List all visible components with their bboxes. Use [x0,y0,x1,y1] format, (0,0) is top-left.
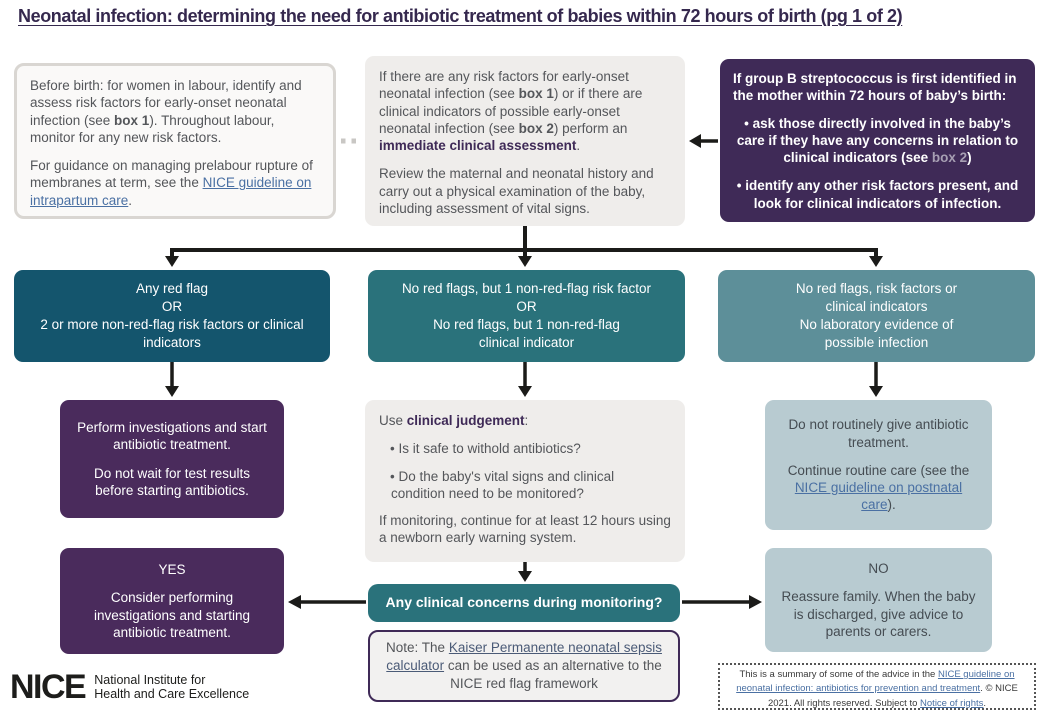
before-birth-text-2: For guidance on managing prelabour ruptu… [30,158,313,208]
note-text: Note: The Kaiser Permanente neonatal sep… [386,639,662,692]
box2-ref: box 2 [931,150,968,166]
branch-line: No red flags, risk factors or [795,281,958,297]
no-outcome-box: NO Reassure family. When the baby is dis… [765,548,992,652]
yes-body: Consider performing investigations and s… [93,590,251,640]
branch-line: No red flags, but 1 non-red-flag [433,317,620,332]
group-b-strep-box: If group B streptococcus is first identi… [720,59,1035,222]
page-title: Neonatal infection: determining the need… [18,6,903,26]
nice-logo-tagline: National Institute for Health and Care E… [94,672,250,701]
perform-text-2: Do not wait for test results before star… [93,465,251,498]
clinical-judgement-emphasis: clinical judgement [406,413,525,428]
branch-line: clinical indicators [825,299,928,315]
no-body: Reassure family. When the baby is discha… [781,589,976,639]
judgement-bullet-2: • Do the baby's vital signs and clinical… [390,468,615,501]
branch-line: OR [161,299,183,315]
before-birth-text-1: Before birth: for women in labour, ident… [30,78,302,145]
branch-line: Any red flag [135,281,209,297]
assessment-text-1: If there are any risk factors for early-… [379,69,643,154]
nice-logo: NICE National Institute for Health and C… [10,670,249,704]
concerns-question: Any clinical concerns during monitoring? [385,594,663,611]
no-label: NO [868,560,889,576]
box1-ref: box 1 [518,86,554,102]
clinical-judgement-box: Use clinical judgement: • Is it safe to … [365,400,685,562]
gbs-bullet-1: • ask those directly involved in the bab… [736,115,1019,166]
routine-care-box: Do not routinely give antibiotic treatme… [765,400,992,530]
perform-investigations-box: Perform investigations and start antibio… [60,400,284,518]
branch-line: No laboratory evidence of [799,317,954,332]
postnatal-care-link[interactable]: NICE guideline on postnatal care [794,480,963,513]
before-birth-box: Before birth: for women in labour, ident… [14,63,336,219]
assessment-text-2: Review the maternal and neonatal history… [379,166,654,216]
box2-ref: box 2 [518,120,554,136]
notice-of-rights-link[interactable]: Notice of rights [920,697,984,709]
red-flag-branch-box: Any red flag OR 2 or more non-red-flag r… [14,270,330,362]
kaiser-note-box: Note: The Kaiser Permanente neonatal sep… [368,630,680,702]
nice-logo-wordmark: NICE [10,668,87,706]
judgement-bullet-1: • Is it safe to withold antibiotics? [390,441,581,457]
judgement-monitoring-text: If monitoring, continue for at least 12 … [379,513,671,546]
judgement-intro: Use clinical judgement: [379,413,529,428]
branch-line: OR [516,299,537,315]
yes-label: YES [158,561,186,577]
copyright-box: This is a summary of some of the advice … [718,663,1036,710]
neonatal-guideline-link[interactable]: NICE guideline on neonatal infection: an… [736,669,1015,695]
one-risk-factor-branch-box: No red flags, but 1 non-red-flag risk fa… [368,270,685,362]
monitoring-concerns-box: Any clinical concerns during monitoring? [368,584,680,622]
no-flags-branch-box: No red flags, risk factors or clinical i… [718,270,1035,362]
branch-line: 2 or more non-red-flag risk factors or c… [40,317,304,350]
clinical-assessment-box: If there are any risk factors for early-… [365,56,685,226]
branch-line: clinical indicator [478,334,575,350]
routine-text-1: Do not routinely give antibiotic treatme… [788,417,969,450]
intrapartum-care-link[interactable]: NICE guideline on intrapartum care [30,175,312,208]
branch-line: possible infection [824,334,929,350]
routine-text-2: Continue routine care (see the NICE guid… [787,462,970,513]
gbs-bullet-2: • identify any other risk factors presen… [736,178,1019,211]
immediate-assessment-emphasis: immediate clinical assessment [379,138,577,154]
yes-outcome-box: YES Consider performing investigations a… [60,548,284,654]
gbs-intro: If group B streptococcus is first identi… [733,71,1017,104]
kaiser-calculator-link[interactable]: Kaiser Permanente neonatal sepsis calcul… [386,639,662,673]
box1-ref: box 1 [114,112,150,128]
branch-line: No red flags, but 1 non-red-flag risk fa… [401,281,652,297]
perform-text-1: Perform investigations and start antibio… [77,419,267,453]
